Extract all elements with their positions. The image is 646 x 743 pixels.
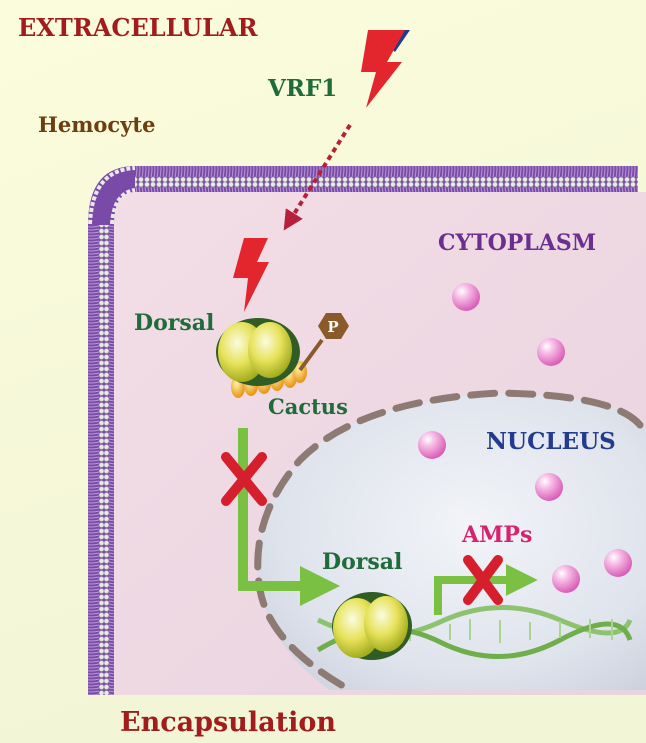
nucleus-label: NUCLEUS [486, 428, 616, 455]
amp-particle [604, 549, 632, 577]
encapsulation-label: Encapsulation [120, 707, 336, 738]
vrf1-label: VRF1 [267, 75, 337, 102]
intracellular-signal-lightning-icon [233, 238, 269, 312]
dorsal-label-nuclear: Dorsal [322, 549, 402, 575]
transcription-arrow [434, 564, 538, 615]
cactus-label: Cactus [268, 394, 348, 419]
amp-particles [418, 283, 632, 593]
amps-label: AMPs [461, 522, 532, 548]
hemocyte-label: Hemocyte [38, 112, 155, 137]
vrf1-entry-arrow [283, 123, 352, 231]
cytoplasm-label: CYTOPLASM [438, 230, 596, 256]
translocation-blocked-x-icon [221, 452, 267, 506]
dorsal-protein-top [216, 318, 300, 386]
amp-particle [452, 283, 480, 311]
phosphate-label: P [327, 318, 338, 336]
vrf1-lightning-bolt-icon [361, 30, 410, 108]
amp-particle [418, 431, 446, 459]
phospho-link [298, 338, 324, 372]
amp-particle [552, 565, 580, 593]
dorsal-protein-nuclear [332, 592, 412, 660]
nuclear-envelope [254, 389, 644, 694]
dorsal-label-top: Dorsal [134, 310, 214, 336]
phosphate-hexagon-icon [318, 313, 349, 339]
dorsal-cactus-complex [216, 313, 349, 398]
amp-particle [537, 338, 565, 366]
amp-particle [535, 473, 563, 501]
cell-membrane [88, 166, 638, 695]
transcription-blocked-x-icon [463, 555, 503, 605]
extracellular-label: EXTRACELLULAR [18, 13, 259, 42]
